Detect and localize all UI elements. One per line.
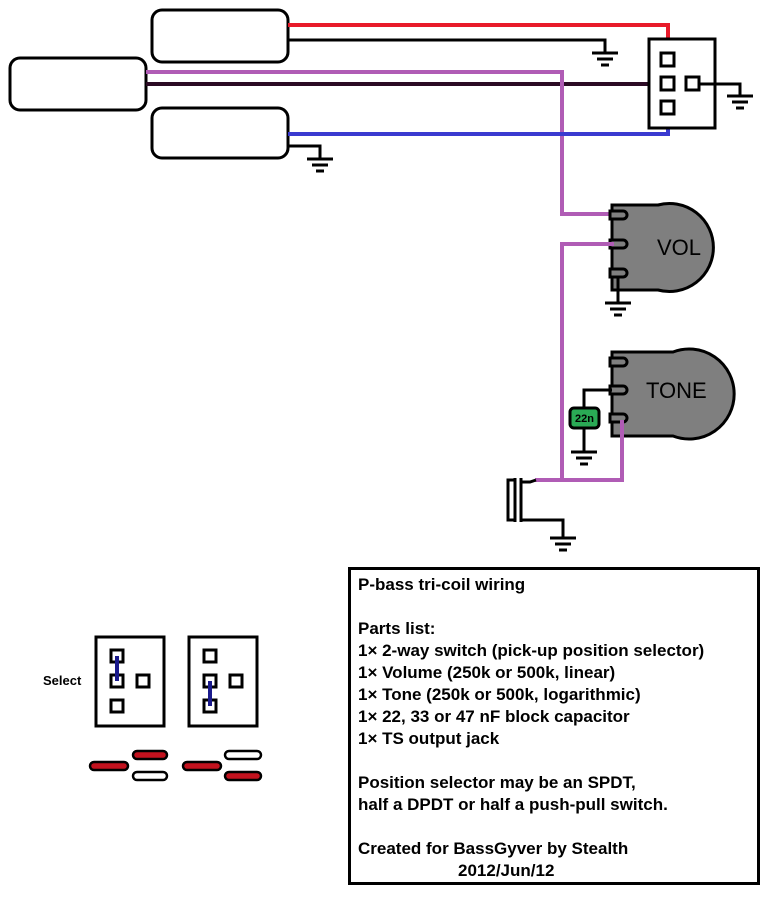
parts-heading: Parts list:: [358, 619, 436, 638]
info-box: P-bass tri-coil wiring Parts list: 1× 2-…: [348, 567, 760, 885]
credit: Created for BassGyver by Stealth: [358, 839, 629, 858]
parts-item-volume: 1× Volume (250k or 500k, linear): [358, 663, 616, 682]
switch-position-1: [94, 635, 166, 728]
tone-pot: TONE: [608, 347, 736, 441]
select-label: Select: [43, 673, 82, 688]
pickup-coil-bottom: [150, 106, 290, 160]
ground-symbol: [605, 301, 631, 317]
coil-indicator-position-1: [88, 749, 169, 782]
parts-item-capacitor: 1× 22, 33 or 47 nF block capacitor: [358, 707, 630, 726]
spacer: [358, 816, 757, 838]
parts-item-switch: 1× 2-way switch (pick-up position select…: [358, 641, 705, 660]
pickup-coil-top: [150, 8, 290, 64]
wire-purple-tone: [562, 420, 624, 482]
parts-item-jack: 1× TS output jack: [358, 729, 500, 748]
spacer: [358, 596, 757, 618]
ground-symbol: [550, 536, 576, 552]
wire-purple-output: [146, 70, 614, 216]
note-line-1: Position selector may be an SPDT,: [358, 773, 636, 792]
info-title: P-bass tri-coil wiring: [358, 575, 526, 594]
wire-purple-jack: [535, 242, 614, 482]
wire-blue: [288, 114, 670, 136]
vol-label: VOL: [657, 235, 701, 260]
volume-pot: VOL: [608, 202, 715, 293]
wire-cap-top: [582, 388, 612, 408]
date: 2012/Jun/12: [458, 861, 555, 880]
ground-symbol: [571, 450, 597, 466]
ground-symbol: [727, 94, 753, 110]
tone-label: TONE: [646, 378, 707, 403]
spacer: [358, 750, 757, 772]
capacitor-label: 22n: [575, 413, 594, 425]
output-jack: [506, 478, 565, 537]
switch-position-2: [187, 635, 259, 728]
ground-symbol: [307, 157, 333, 173]
coil-indicator-position-2: [181, 749, 263, 782]
selector-switch: [647, 37, 742, 130]
wire-top-ground: [288, 38, 607, 52]
wire-bottom-ground: [288, 144, 322, 158]
pickup-coil-middle: [8, 56, 148, 112]
capacitor: 22n: [568, 406, 601, 430]
ground-symbol: [592, 51, 618, 67]
parts-item-tone: 1× Tone (250k or 500k, logarithmic): [358, 685, 641, 704]
note-line-2: half a DPDT or half a push-pull switch.: [358, 795, 668, 814]
